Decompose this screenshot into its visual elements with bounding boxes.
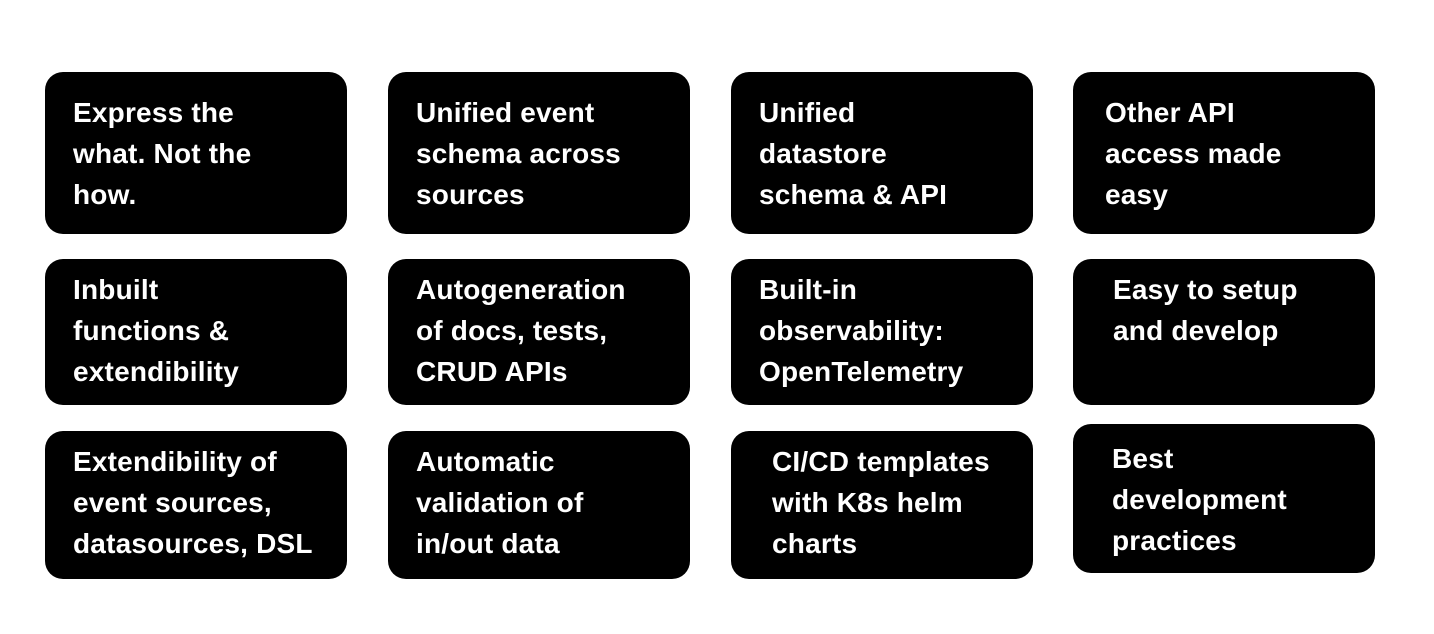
feature-card-text: Built-in observability: OpenTelemetry [759, 274, 964, 387]
feature-card-text: Other API access made easy [1105, 97, 1282, 210]
feature-card-text: Express the what. Not the how. [73, 97, 252, 210]
card-inbuilt-functions: Inbuilt functions & extendibility [45, 259, 347, 405]
card-builtin-observability: Built-in observability: OpenTelemetry [731, 259, 1033, 405]
feature-card-text: Extendibility of event sources, datasour… [73, 446, 313, 559]
card-best-development-practices: Best development practices [1073, 424, 1375, 573]
feature-card-text: Unified datastore schema & API [759, 97, 948, 210]
feature-card-text: Autogeneration of docs, tests, CRUD APIs [416, 274, 626, 387]
card-easy-setup-develop: Easy to setup and develop [1073, 259, 1375, 405]
card-extendibility-sources-dsl: Extendibility of event sources, datasour… [45, 431, 347, 579]
card-unified-event-schema: Unified event schema across sources [388, 72, 690, 234]
feature-card-text: Best development practices [1112, 443, 1287, 556]
feature-card-text: Unified event schema across sources [416, 97, 621, 210]
feature-card-text: Inbuilt functions & extendibility [73, 274, 239, 387]
feature-card-text: Easy to setup and develop [1113, 274, 1298, 346]
feature-card-text: Automatic validation of in/out data [416, 446, 584, 559]
card-other-api-access: Other API access made easy [1073, 72, 1375, 234]
card-autogeneration-docs-tests: Autogeneration of docs, tests, CRUD APIs [388, 259, 690, 405]
feature-card-text: CI/CD templates with K8s helm charts [772, 446, 990, 559]
card-cicd-templates-helm: CI/CD templates with K8s helm charts [731, 431, 1033, 579]
card-automatic-validation: Automatic validation of in/out data [388, 431, 690, 579]
card-unified-datastore-schema: Unified datastore schema & API [731, 72, 1033, 234]
card-express-what-not-how: Express the what. Not the how. [45, 72, 347, 234]
